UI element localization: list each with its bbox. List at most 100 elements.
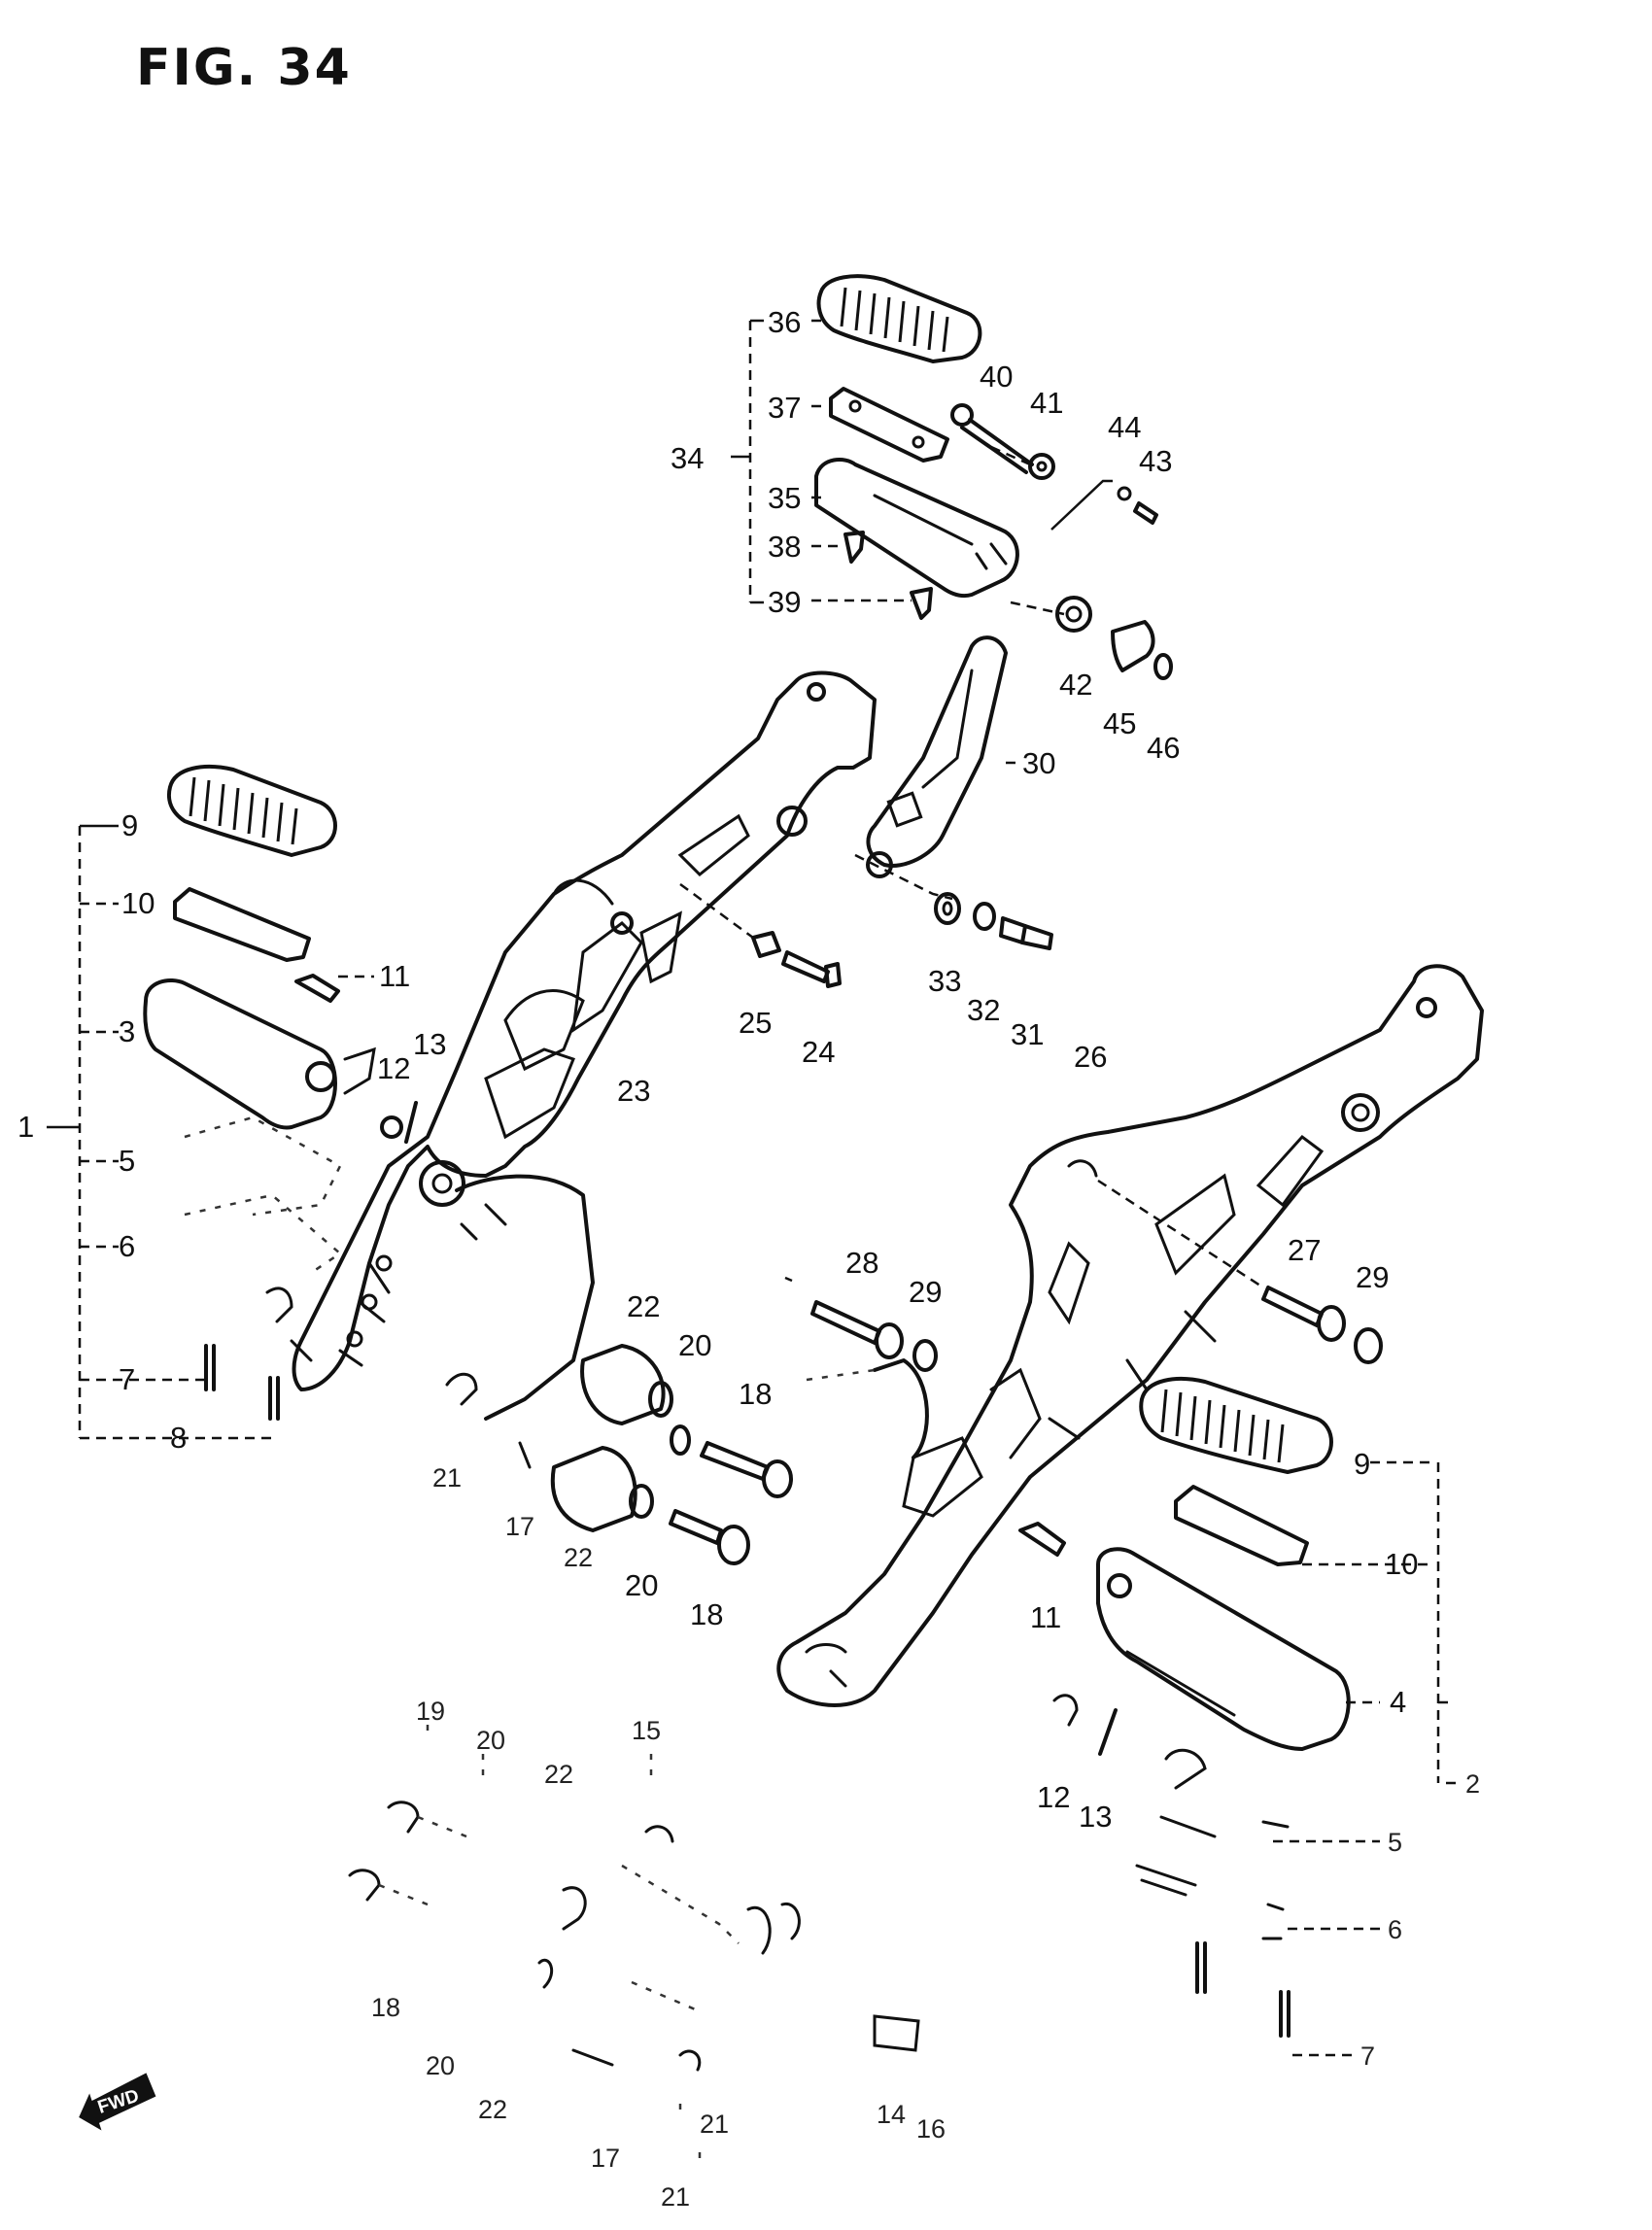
right-label-5: 5 [1388,1828,1402,1857]
washer-29-left [912,1339,938,1372]
washer-46 [1153,653,1173,680]
rear-footrest-plate-37 [829,387,949,463]
bolt-11-right [1018,1522,1066,1557]
callout-44: 44 [1108,410,1141,444]
bolt-39 [910,587,933,620]
bottom-label-16: 16 [916,2114,946,2144]
callout-21: 21 [432,1463,462,1492]
callout-30: 30 [1022,746,1055,780]
bottom-label-15: 15 [632,1716,661,1745]
spring-44 [1117,486,1132,501]
bolt-38 [843,531,865,564]
right-label-7: 7 [1360,2041,1375,2071]
pin-13-left [404,1101,418,1144]
bolt-28 [810,1300,904,1359]
bolt-18-lower [669,1509,750,1565]
left-small-parts-5-6 [184,1115,343,1362]
figure-title: FIG. 34 [136,39,352,97]
bolt-18-upper [700,1441,793,1498]
callout-17: 17 [505,1512,534,1541]
washer-32 [973,902,996,931]
washer-42 [1055,596,1092,633]
callout-31: 31 [1011,1017,1044,1051]
callout-25: 25 [739,1006,772,1040]
bottom-label-22-lower: 22 [478,2095,507,2124]
left-label-5: 5 [119,1144,135,1178]
right-label-9: 9 [1354,1447,1370,1481]
left-footrest-rubber-9 [166,765,337,857]
fastener-leaders [679,882,754,940]
left-label-7: 7 [119,1362,135,1396]
bottom-label-20-upper: 20 [476,1726,505,1755]
right-footrest-rubber-9 [1139,1377,1333,1474]
left-label-10: 10 [121,886,155,920]
left-label-8: 8 [170,1421,187,1455]
right-label-4: 4 [1390,1685,1406,1719]
right-small-parts [1052,1694,1291,2038]
bottom-label-14: 14 [877,2100,906,2129]
callout-27: 27 [1288,1233,1321,1267]
bottom-label-18: 18 [371,1993,400,2022]
callout-18-lower: 18 [690,1597,723,1631]
washer-20-lower [629,1484,654,1519]
bolt-11-left [294,974,340,1003]
washer-41 [1028,453,1055,480]
rear-footrest-rubber-36 [816,274,982,363]
callout-32: 32 [967,993,1000,1027]
fwd-direction-badge: FWD [79,2073,156,2131]
callout-22-upper: 22 [627,1289,660,1323]
callout-labels: 36 37 34 35 38 39 40 41 44 43 42 45 46 3… [17,305,1480,2212]
right-footrest-bracket-26 [776,964,1484,1707]
callout-46: 46 [1147,731,1180,765]
left-footrest-bracket-3 [143,978,376,1130]
callout-20-lower: 20 [625,1568,658,1602]
pins-7-8-left [204,1344,280,1421]
right-label-6: 6 [1388,1915,1402,1944]
right-footrest-plate-10 [1174,1485,1309,1566]
washer-20-mid [670,1424,691,1456]
ball-43 [1133,501,1158,525]
left-label-3: 3 [119,1014,135,1048]
assembly-34-leaders [731,319,1113,616]
callout-41: 41 [1030,386,1063,420]
callout-33: 33 [928,964,961,998]
washer-33 [934,892,961,925]
callout-40: 40 [980,360,1013,394]
right-label-12: 12 [1037,1780,1070,1814]
callout-34: 34 [671,441,704,475]
bolt-31 [999,916,1053,950]
callout-38: 38 [768,530,801,564]
left-footrest-bracket-23 [292,670,877,1421]
nut-12-left [380,1115,403,1139]
rear-footrest-bracket-35 [814,458,1019,599]
lower-detail-group [348,1725,920,2162]
bottom-label-19: 19 [416,1697,445,1726]
bottom-label-20-lower: 20 [426,2051,455,2080]
left-label-1: 1 [17,1110,34,1144]
nut-25 [751,931,781,958]
callout-18-upper: 18 [739,1377,772,1411]
bottom-label-17: 17 [591,2144,620,2173]
left-label-13: 13 [413,1027,446,1061]
callout-36: 36 [768,305,801,339]
callout-42: 42 [1059,668,1092,702]
callout-39: 39 [768,585,801,619]
pivot-17 [518,1441,532,1469]
right-label-13: 13 [1079,1800,1112,1834]
pivot-collar-22-lower [550,1446,637,1532]
bottom-label-21-upper: 21 [700,2110,729,2139]
callout-29-left: 29 [909,1275,942,1309]
pivot-21 [445,1372,478,1406]
callout-23: 23 [617,1074,650,1108]
bolt-27 [1261,1286,1346,1342]
left-label-11: 11 [379,959,410,993]
assembly-1-leaders [47,824,374,1440]
callout-22-lower: 22 [564,1543,593,1572]
bottom-label-22-upper: 22 [544,1760,573,1789]
left-label-9: 9 [121,808,138,842]
hanger-leaders [854,761,1018,901]
callout-26: 26 [1074,1040,1107,1074]
hanger-30 [866,635,1008,878]
left-footrest-plate-10 [173,887,311,962]
